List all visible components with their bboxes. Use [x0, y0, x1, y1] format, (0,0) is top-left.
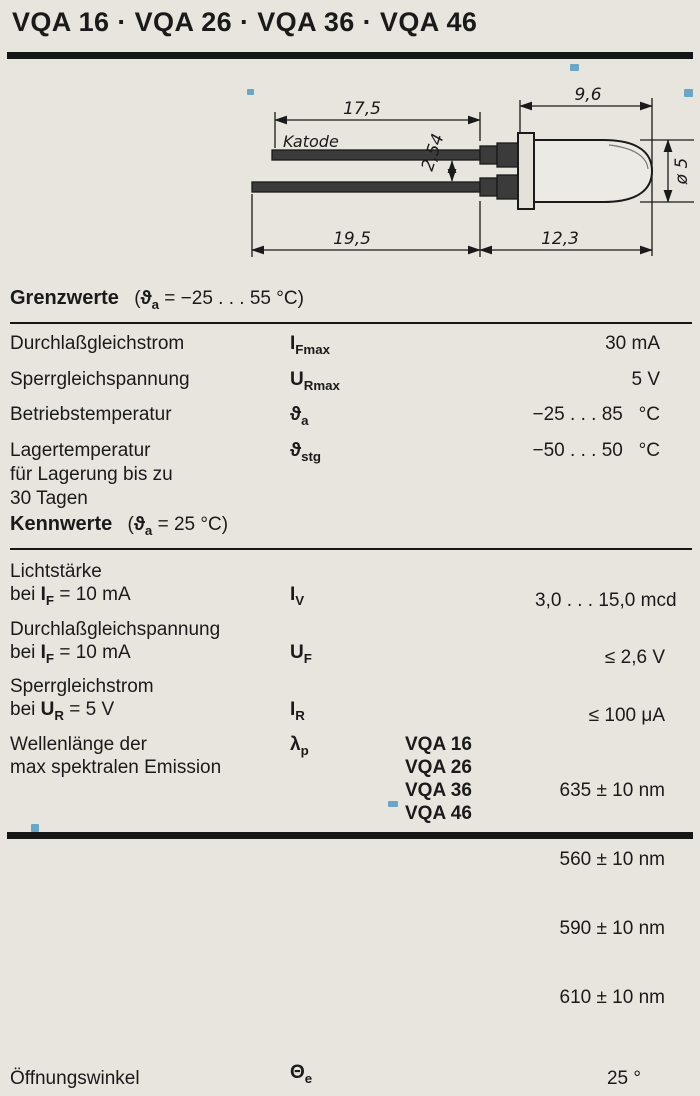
kennwerte-heading-row: Kennwerte (ϑa = 25 °C) [10, 512, 694, 543]
row-symbol: ϑstg [290, 440, 322, 464]
table-row-sperrgleichspannung: Sperrgleichspannung URmax 5 V [10, 368, 660, 398]
row-symbol: UF [290, 641, 312, 666]
row-value: ≤ 100 μA [588, 705, 665, 727]
anode-lead [251, 181, 481, 193]
led-flange [517, 132, 535, 210]
variant-value: 590 ± 10 nm [559, 918, 666, 940]
kennwerte-heading: Kennwerte [10, 513, 113, 535]
section-rule [10, 321, 692, 324]
cathode-lead-tab [479, 145, 498, 165]
grenzwerte-heading: Grenzwerte [10, 287, 119, 309]
bottom-rule [7, 832, 693, 839]
dim-label-diameter: ø 5 [672, 158, 692, 186]
anode-lead-tab [479, 177, 498, 197]
row-symbol: λp [290, 734, 309, 758]
katode-label: Katode [283, 132, 339, 151]
dim-label-12-3: 12,3 [541, 229, 579, 249]
row-symbol: IFmax [290, 332, 331, 357]
variant-name: VQA 36 [405, 780, 472, 802]
row-symbol: URmax [290, 368, 340, 393]
row-value: 30 mA [605, 332, 660, 354]
variant-value: 635 ± 10 nm [559, 780, 666, 802]
row-symbol: IR [290, 699, 305, 724]
dim-label-17-5: 17,5 [343, 99, 381, 119]
row-label: Durchlaßgleichstrom [10, 332, 185, 354]
cathode-lead-frame [496, 142, 519, 168]
table-row-betriebstemperatur: Betriebstemperatur ϑa −25 . . . 85 °C [10, 403, 660, 433]
dome-shading-line [608, 144, 649, 170]
led-package [251, 132, 654, 210]
scan-artifact [684, 89, 693, 97]
dim-label-19-5: 19,5 [333, 229, 371, 249]
led-dimension-drawing: Katode 17,5 9,6 2,54 19,5 12,3 ø 5 [251, 85, 694, 257]
row-symbol: IV [290, 583, 305, 608]
cathode-lead [271, 149, 481, 161]
scan-artifact [570, 64, 579, 71]
row-label: Öffnungswinkel [10, 1067, 140, 1089]
row-label: Sperrgleichspannung [10, 368, 190, 390]
dim-label-9-6: 9,6 [574, 85, 601, 105]
dim-dome-9-6 [519, 98, 653, 256]
row-value: 25 ° [606, 1067, 641, 1089]
row-value: 5 V [631, 368, 660, 390]
led-dome [533, 139, 654, 203]
scan-artifact [247, 89, 254, 95]
dim-top-lead-17-5 [274, 112, 481, 148]
table-row-durchlassgleichstrom: Durchlaßgleichstrom IFmax 30 mA [10, 332, 660, 362]
variant-name: VQA 26 [405, 757, 472, 779]
row-value: ≤ 2,6 V [604, 647, 665, 669]
grenzwerte-condition: (ϑa = −25 . . . 55 °C) [134, 288, 304, 312]
row-value: −50 . . . 50 °C [532, 440, 660, 462]
anode-lead-frame [496, 174, 519, 200]
scan-artifact [31, 824, 39, 832]
page-title: VQA 16 · VQA 26 · VQA 36 · VQA 46 [12, 7, 478, 37]
row-symbol: Θe [290, 1062, 313, 1086]
variant-value: 560 ± 10 nm [559, 849, 666, 871]
kennwerte-condition: (ϑa = 25 °C) [127, 514, 229, 538]
row-value: 3,0 . . . 15,0 mcd [535, 589, 677, 611]
variant-values: 635 ± 10 nm 560 ± 10 nm 590 ± 10 nm 610 … [535, 733, 666, 1055]
grenzwerte-heading-row: Grenzwerte (ϑa = −25 . . . 55 °C) [10, 286, 694, 317]
dim-diameter-5 [640, 139, 694, 203]
variant-names: VQA 16 VQA 26 VQA 36 VQA 46 [405, 733, 535, 825]
variant-value: 610 ± 10 nm [559, 987, 666, 1009]
variant-name: VQA 46 [405, 803, 472, 825]
top-rule [7, 52, 693, 59]
row-label: Betriebstemperatur [10, 404, 172, 426]
scan-artifact [388, 801, 398, 807]
table-row-oeffnungswinkel: Öffnungswinkel Θe 25 ° [10, 1061, 665, 1090]
variant-name: VQA 16 [405, 734, 472, 756]
grenzwerte-section: Grenzwerte (ϑa = −25 . . . 55 °C) Durchl… [10, 286, 694, 517]
row-symbol: ϑa [290, 404, 309, 429]
section-rule [10, 547, 692, 550]
row-value: −25 . . . 85 °C [532, 404, 660, 426]
